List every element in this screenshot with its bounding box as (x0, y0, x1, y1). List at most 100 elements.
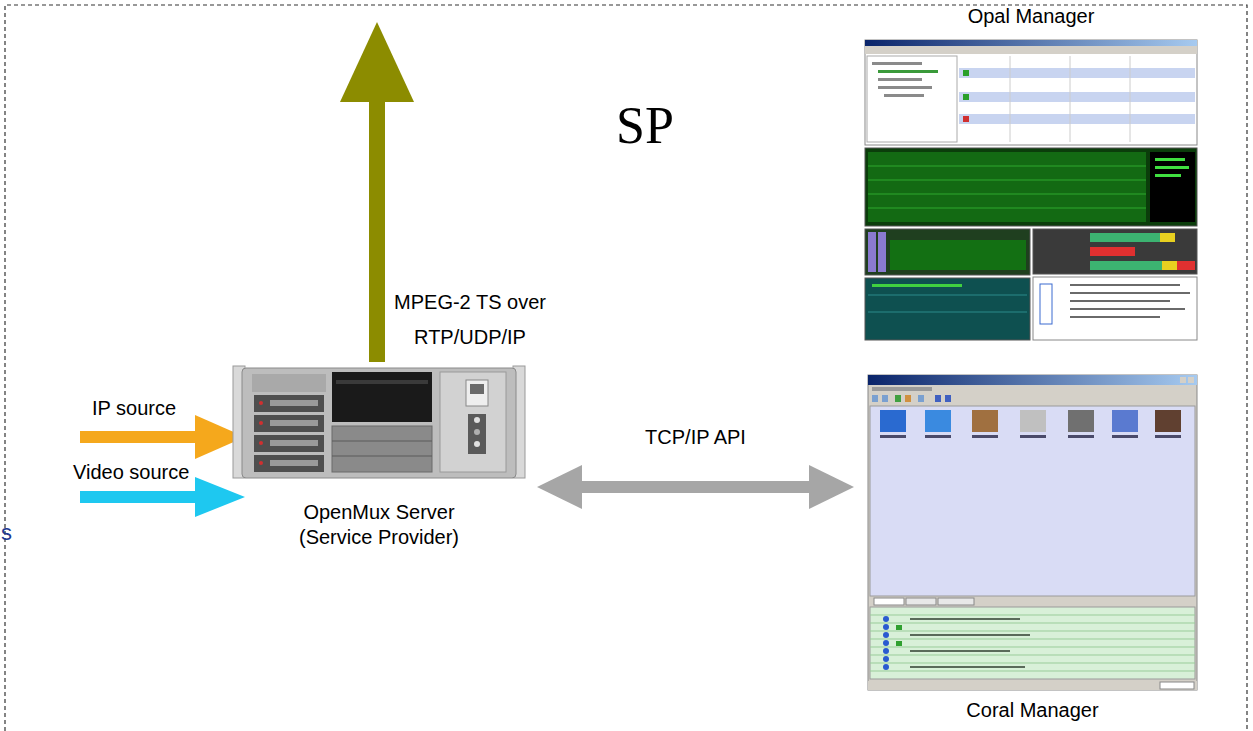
coral-manager-screenshot-part (880, 410, 906, 432)
server-picture-part (270, 420, 318, 426)
opal-manager-screenshot-part (1150, 152, 1195, 222)
node-label: Opal Manager (865, 4, 1197, 29)
opal-manager-screenshot-part (1010, 56, 1011, 142)
coral-manager-screenshot-part (870, 671, 1195, 672)
opal-manager-screenshot-part (865, 40, 1197, 145)
coral-manager-screenshot (868, 375, 1197, 690)
opal-manager-screenshot-part (963, 70, 969, 76)
coral-manager-screenshot-part (1188, 377, 1194, 383)
opal-manager-screenshot-part (868, 208, 1146, 209)
server-picture-part (242, 368, 516, 478)
coral-manager-screenshot-part (1112, 410, 1138, 432)
output-arrow-part (369, 98, 385, 362)
coral-manager-screenshot-part (870, 623, 1195, 624)
opal-manager-screenshot-part (1130, 56, 1131, 142)
opal-manager-screenshot-part (878, 86, 932, 89)
opal-manager-screenshot-part (868, 166, 1146, 167)
opal-manager-screenshot-part (1155, 166, 1189, 169)
server-picture-part (332, 441, 432, 442)
screenshot-node: Coral Manager (866, 375, 1199, 723)
opal-manager-screenshot-part (865, 229, 1030, 275)
coral-manager-screenshot-part (883, 648, 889, 654)
coral-manager-screenshot-part (1020, 410, 1046, 432)
server-picture-part (254, 435, 324, 452)
server-picture (233, 366, 525, 478)
dashed-frame (5, 5, 1247, 731)
coral-manager-screenshot-part (868, 375, 1197, 385)
coral-manager-screenshot-part (870, 607, 1195, 679)
coral-manager-screenshot-part (870, 647, 1195, 648)
opal-manager-screenshot-part (1070, 308, 1185, 310)
server-picture-part (440, 372, 506, 472)
opal-manager-screenshot-part (868, 194, 1146, 195)
coral-manager-screenshot-part (910, 666, 1025, 668)
coral-manager-screenshot-part (895, 395, 901, 402)
opal-manager-screenshot-part (1177, 261, 1195, 270)
opal-manager-screenshot-part (959, 114, 1195, 124)
server-picture-part (270, 460, 318, 466)
server-picture-part (466, 380, 488, 406)
opal-manager-screenshot-part (1070, 316, 1160, 318)
coral-manager-screenshot-part (1160, 682, 1194, 689)
opal-manager-screenshot-part (868, 232, 876, 272)
coral-manager-screenshot-part (925, 435, 951, 438)
coral-manager-screenshot-part (972, 435, 998, 438)
coral-manager-screenshot-part (1068, 410, 1094, 432)
opal-manager-screenshot-part (1155, 158, 1185, 161)
server-picture-part (259, 401, 263, 405)
screenshot-node: Opal Manager (863, 4, 1199, 340)
opal-manager-screenshot-part (1090, 247, 1135, 256)
coral-manager-screenshot-part (938, 598, 974, 605)
server-picture-part (474, 417, 480, 423)
server-picture-part (468, 414, 486, 454)
server-picture-part (270, 440, 318, 446)
server-picture-part (259, 421, 263, 425)
server-picture-part (259, 441, 263, 445)
opal-manager-screenshot-part (868, 312, 1027, 313)
coral-manager-screenshot-part (883, 632, 889, 638)
coral-manager-screenshot-part (872, 387, 932, 391)
opal-manager-screenshot-part (1033, 229, 1197, 274)
opal-manager-screenshot-part (872, 284, 962, 287)
arrow-head (537, 465, 582, 509)
coral-manager-screenshot-part (905, 395, 911, 402)
coral-manager-screenshot-part (925, 410, 951, 432)
coral-manager-screenshot-part (906, 598, 936, 605)
opal-manager-screenshot-part (878, 232, 886, 272)
opal-manager-screenshot-part (1090, 261, 1162, 270)
coral-manager-screenshot-part (868, 681, 1197, 690)
server-picture-part (252, 374, 326, 392)
coral-manager-screenshot-part (1155, 410, 1181, 432)
dashed-frame-part (5, 5, 1247, 731)
coral-manager-screenshot-part (910, 634, 1030, 636)
coral-manager-screenshot-part (910, 618, 1020, 620)
coral-manager-screenshot-part (870, 655, 1195, 656)
opal-manager-screenshot-part (1070, 56, 1071, 142)
coral-manager-screenshot-part (870, 615, 1195, 616)
server-picture-part (474, 429, 480, 435)
coral-manager-screenshot-part (870, 639, 1195, 640)
server-picture-part (254, 455, 324, 472)
opal-manager-screenshot-part (959, 68, 1195, 78)
coral-manager-screenshot-part (1068, 435, 1094, 438)
coral-manager-screenshot-part (896, 625, 902, 630)
coral-manager-screenshot-part (870, 406, 1195, 596)
coral-manager-screenshot-part (880, 435, 906, 438)
coral-manager-screenshot-part (883, 664, 889, 670)
opal-manager-screenshot-part (963, 116, 969, 122)
coral-manager-screenshot-part (910, 650, 1010, 652)
server-picture-part (332, 372, 432, 422)
opal-manager-screenshot-part (867, 56, 957, 142)
coral-manager-screenshot-part (870, 631, 1195, 632)
opal-manager-screenshot-part (1155, 174, 1181, 177)
video-source-arrow-part (195, 477, 245, 517)
server-picture-part (270, 400, 318, 406)
server-picture-part (332, 426, 432, 472)
connector-label: TCP/IP API (645, 425, 746, 449)
node-text-group: Coral Manager (866, 698, 1199, 723)
opal-manager-screenshot-part (1033, 277, 1197, 340)
coral-manager-screenshot-part (868, 375, 1197, 690)
coral-manager-screenshot-part (918, 395, 924, 402)
node-text-group: OpenMux Server (Service Provider) (233, 500, 525, 550)
opal-manager-screenshot-part (865, 148, 1197, 226)
